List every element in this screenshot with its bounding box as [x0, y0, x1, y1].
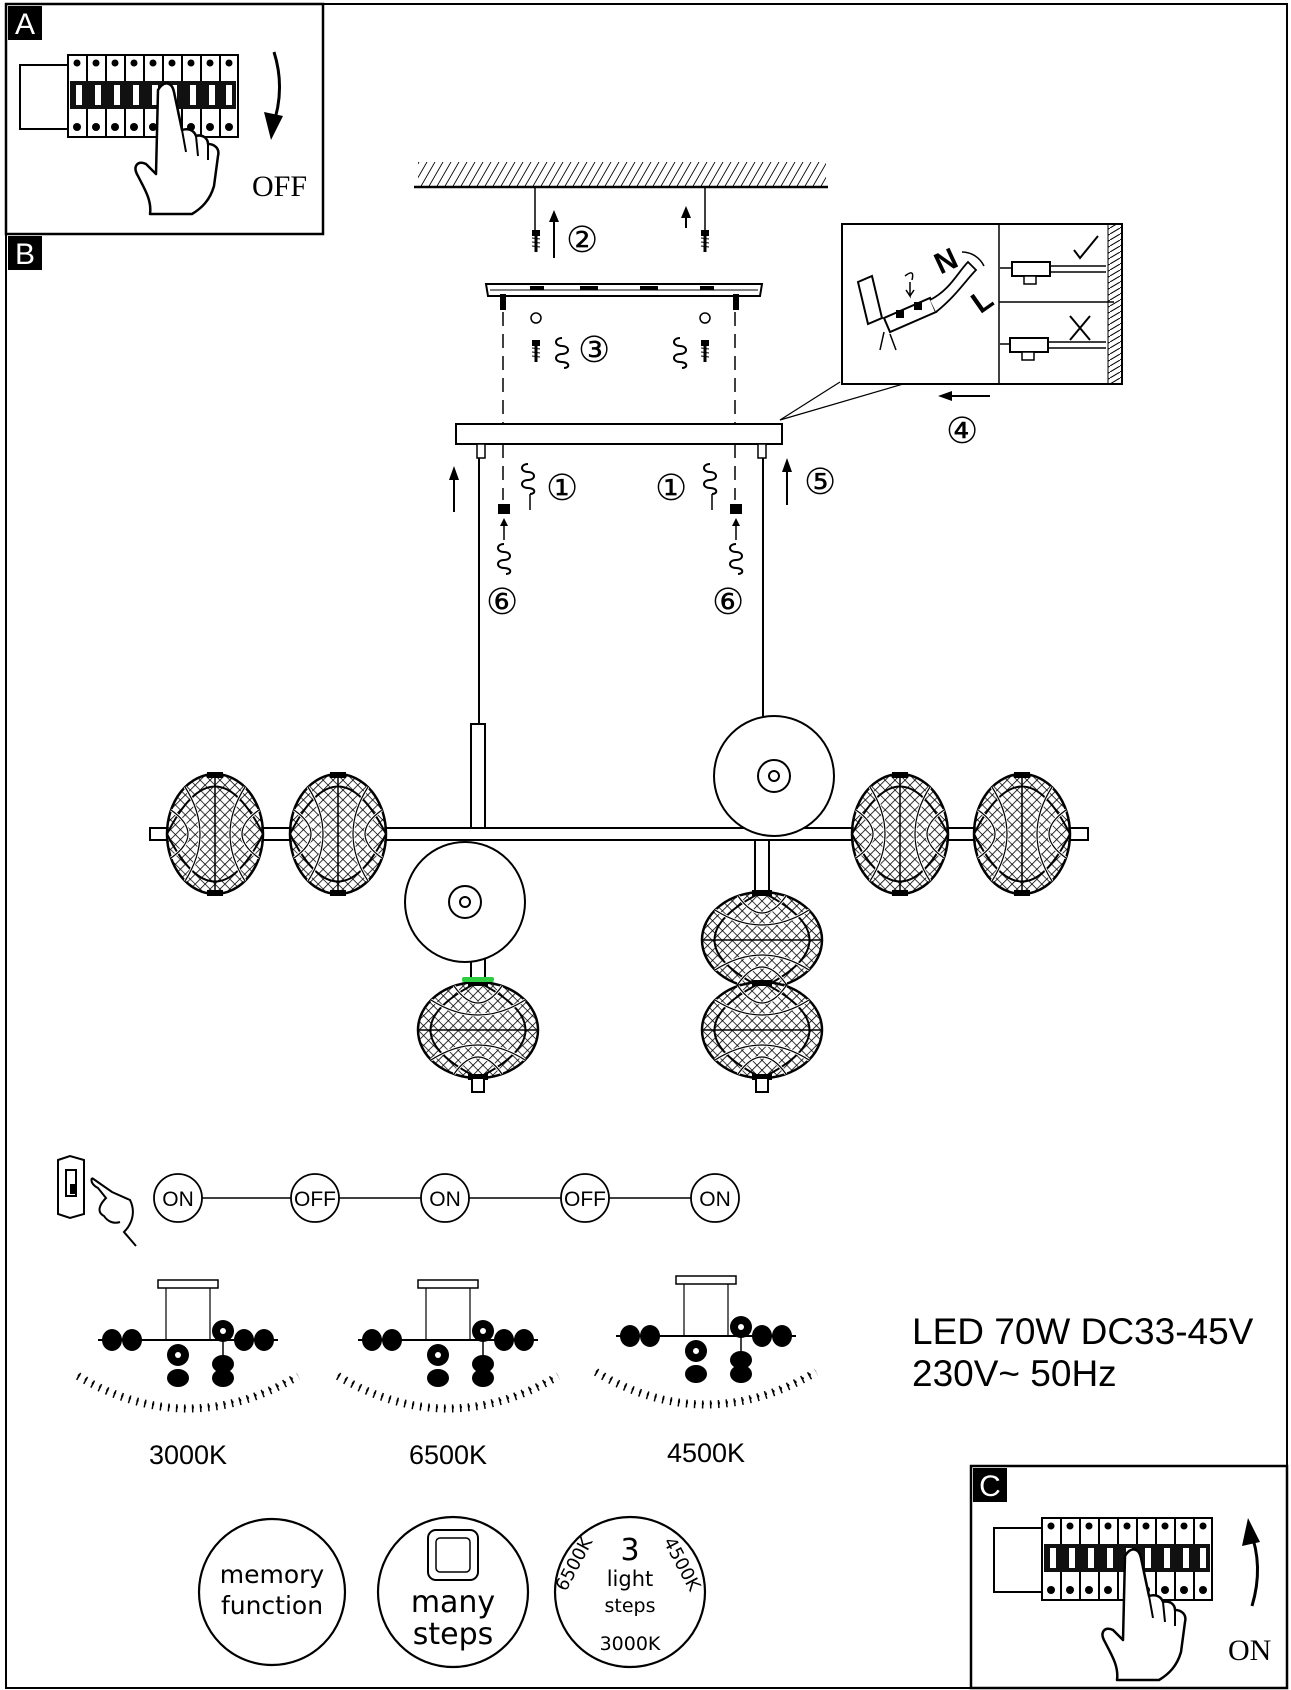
panel-c-letter: C [979, 1470, 1001, 1503]
globe-shade-7 [416, 978, 540, 1082]
switch-state-3-label: ON [429, 1188, 461, 1211]
canopy-fixings: ① ① ⑤ ⑥ ⑥ [449, 458, 836, 623]
color-temp-label-2: 6500K [409, 1440, 487, 1470]
disc-light-right [713, 715, 835, 837]
panel-a: A OFF [4, 2, 325, 236]
cross-icon [1069, 315, 1091, 341]
light-steps-line-1: light [607, 1567, 654, 1591]
status-indicator [462, 977, 494, 982]
canopy [455, 381, 911, 459]
step-2-label: ② [566, 220, 598, 261]
light-steps-badge: 3 light steps 6500K 4500K 3000K [552, 1515, 707, 1669]
panel-c: C ON [969, 1464, 1289, 1690]
globe-shade-3 [850, 770, 950, 898]
step-3-label: ③ [578, 330, 610, 371]
memory-function-badge: memory function [197, 1517, 347, 1667]
switch-state-5-label: ON [699, 1188, 731, 1211]
circuit-breaker-illustration [19, 54, 239, 138]
switch-state-4-label: OFF [564, 1188, 606, 1211]
finger-icon [90, 1177, 137, 1247]
spec-line-2: 230V~ 50Hz [912, 1353, 1117, 1394]
many-steps-line-1: many [411, 1585, 495, 1620]
correct-connection [1000, 235, 1106, 285]
panel-c-state: ON [1228, 1634, 1271, 1667]
color-temp-preview-2 [338, 1279, 558, 1409]
step-5-label: ⑤ [804, 462, 836, 503]
ceiling-anchors: ② [530, 187, 711, 261]
switch-state-2-label: OFF [294, 1188, 336, 1211]
memory-function-line-2: function [221, 1591, 323, 1620]
ceiling [414, 162, 828, 189]
many-steps-badge: many steps [376, 1515, 530, 1669]
globe-shade-4 [972, 770, 1072, 898]
check-icon [1073, 235, 1099, 260]
step-4-label: ④ [946, 411, 978, 452]
switch-state-3: ON [420, 1173, 470, 1223]
step-1-label-right: ① [655, 468, 687, 509]
switch-state-2: OFF [290, 1173, 340, 1223]
color-temp-label-3: 4500K [667, 1438, 745, 1468]
switch-sequence: ON OFF ON OFF ON [153, 1173, 740, 1223]
chandelier-fixture [149, 458, 1089, 1093]
color-temp-label-1: 3000K [149, 1440, 227, 1470]
outer-frame [5, 3, 1288, 1689]
step-1-label-left: ① [546, 468, 578, 509]
many-steps-line-2: steps [413, 1617, 494, 1652]
switch-state-1-label: ON [162, 1188, 194, 1211]
globe-shade-1 [165, 770, 265, 898]
step-6-label-left: ⑥ [486, 582, 518, 623]
panel-b-letter: B [15, 238, 35, 271]
panel-a-state: OFF [252, 170, 307, 203]
electrical-spec: LED 70W DC33-45V 230V~ 50Hz [912, 1311, 1254, 1394]
light-steps-temp-bottom: 3000K [600, 1633, 661, 1655]
incorrect-connection [1000, 315, 1106, 361]
globe-shade-2 [288, 770, 388, 898]
mounting-bracket: ③ [484, 283, 764, 371]
disc-light-left [404, 841, 526, 963]
panel-b: B [8, 236, 42, 271]
memory-function-line-1: memory [220, 1560, 325, 1589]
light-steps-line-2: steps [605, 1595, 656, 1617]
spec-line-1: LED 70W DC33-45V [912, 1311, 1254, 1352]
wall-switch-illustration [57, 1154, 137, 1247]
switch-state-4: OFF [560, 1173, 610, 1223]
color-temp-preview-3 [596, 1275, 816, 1405]
switch-state-1: ON [153, 1173, 203, 1223]
alignment-lines [502, 312, 736, 500]
step-6-label-right: ⑥ [712, 582, 744, 623]
switch-state-5: ON [690, 1173, 740, 1223]
globe-shade-5 [700, 888, 824, 992]
color-temp-preview-1 [78, 1279, 298, 1409]
light-steps-number: 3 [620, 1533, 639, 1568]
terminal-block-illustration [856, 251, 985, 351]
globe-shade-6 [700, 978, 824, 1082]
wiring-detail-inset: N L ④ [841, 223, 1123, 452]
panel-a-letter: A [15, 8, 35, 41]
